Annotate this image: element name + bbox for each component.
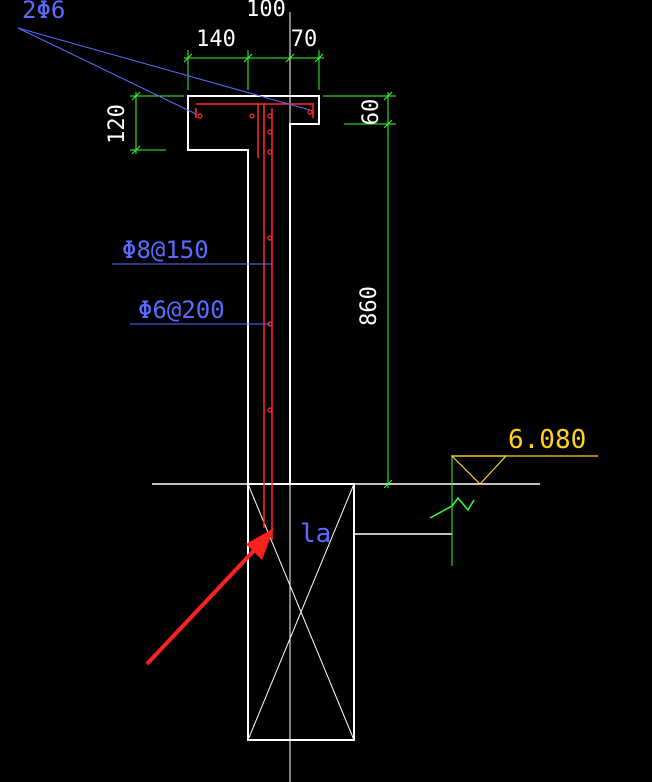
elevation-triangle [450,455,508,485]
leader-top-bars-1 [17,27,197,115]
dim-tick [383,91,393,101]
note-vertical-bars: Φ8@150 [122,236,209,264]
dim-tick [131,91,141,101]
dim-tick [314,53,324,63]
dim-top-left-label: 140 [196,27,236,52]
leader-lines [17,27,311,325]
dim-tick [285,53,295,63]
dim-flange-depth-label: 120 [105,104,130,144]
red-arrow-icon [145,528,274,666]
rebar-dot [267,149,273,155]
elevation-triangle-icon [450,455,598,485]
note-distribution-bars: Φ6@200 [138,296,225,324]
dim-tick [383,479,393,489]
dim-wall-height-label: 860 [357,286,382,326]
elevation-value: 6.080 [508,425,586,455]
rebar-dot [267,407,273,413]
rebar-dot [267,235,273,241]
note-anchorage: la [300,519,331,549]
dim-top-overall-label: 100 [246,0,286,22]
dimension-lines [130,50,396,489]
dim-tick [243,53,253,63]
dim-tick [183,53,193,63]
rebar-dot [249,113,255,119]
dim-top-right-label: 70 [291,27,318,52]
rebar-dot [197,113,203,119]
dim-tick [131,145,141,155]
red-arrow-shaft [145,540,264,666]
rebar-dots [197,109,313,413]
rebar-dot [267,113,273,119]
dim-tick [383,119,393,129]
foundation-cross-2 [247,483,355,741]
note-top-bars: 2Φ6 [22,0,65,24]
foundation-block [247,483,355,741]
dim-right-top-label: 60 [359,99,384,126]
rebar-dot [267,129,273,135]
top-rebar [196,103,314,118]
red-arrow-head [246,528,274,560]
leader-top-bars-2 [17,27,311,111]
zigzag-break-icon [429,496,475,519]
